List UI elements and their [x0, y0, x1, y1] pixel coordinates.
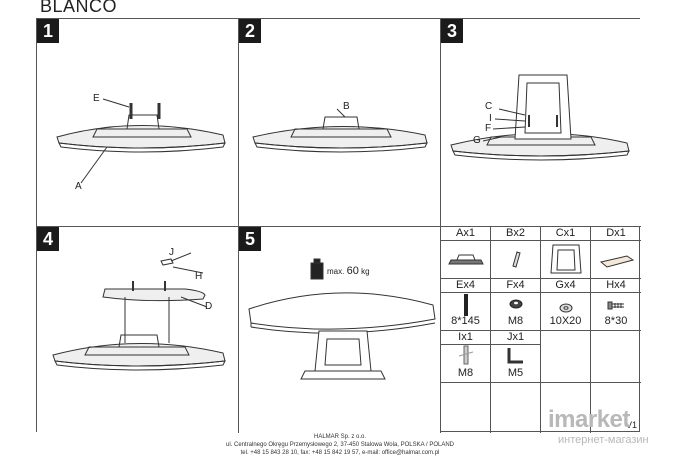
label-i: I: [489, 113, 492, 124]
imarket-watermark: imarket интернет-магазин: [548, 406, 670, 452]
step-3-panel: 3 C I F G: [441, 19, 641, 227]
part-a-cell: Ax1: [441, 227, 491, 279]
bracket-icon: [512, 251, 521, 268]
part-code: Cx1: [541, 227, 590, 241]
board-icon: [599, 255, 635, 268]
label-h: H: [195, 271, 203, 282]
part-e-cell: Ex4 8*145: [441, 279, 491, 331]
part-b-cell: Bx2: [491, 227, 541, 279]
part-size: 10X20: [549, 315, 582, 327]
part-d-cell: Dx1: [591, 227, 641, 279]
nut-icon: [509, 299, 523, 309]
step-4-panel: 4 J H D: [37, 227, 239, 433]
footer-contact: tel. +48 15 843 28 10, fax: +48 15 842 1…: [240, 450, 440, 456]
label-b: B: [343, 101, 350, 112]
part-f-cell: Fx4 M8: [491, 279, 541, 331]
step-number: 3: [441, 19, 463, 43]
allen-key-icon: [507, 348, 523, 364]
step-number: 2: [239, 19, 261, 43]
part-g-cell: Gx4 10X20: [541, 279, 591, 331]
part-code: Ax1: [441, 227, 490, 241]
step-1-illustration: [56, 98, 226, 184]
part-size: M8: [507, 315, 524, 327]
label-e: E: [93, 93, 100, 104]
frame-icon: [550, 244, 582, 274]
part-empty-cell: [591, 331, 641, 383]
part-empty-cell: [491, 383, 541, 433]
step-3-illustration: [450, 74, 630, 161]
watermark-main: imarket: [548, 406, 630, 433]
part-j-cell: Jx1 M5: [491, 331, 541, 383]
label-f: F: [485, 123, 492, 134]
label-j: J: [169, 247, 174, 258]
label-d: D: [205, 301, 213, 312]
step-4-illustration: [52, 252, 226, 371]
part-code: Gx4: [541, 279, 590, 293]
wrench-icon: [458, 345, 474, 365]
step-5-panel: 5 max. 60 kg: [239, 227, 441, 433]
part-code: Bx2: [491, 227, 540, 241]
long-bolt-icon: [464, 294, 468, 316]
screw-icon: [607, 301, 624, 310]
part-size: M8: [457, 367, 474, 379]
footer-address: ul. Centralnego Okręgu Przemysłowego 2, …: [225, 442, 454, 448]
part-code: Jx1: [491, 331, 540, 345]
label-g: G: [473, 135, 481, 146]
part-size: 8*145: [451, 315, 480, 327]
washer-icon: [559, 303, 573, 313]
part-code: Ex4: [441, 279, 490, 293]
label-a: A: [75, 181, 82, 192]
part-empty-cell: [441, 383, 491, 433]
parts-list: Ax1 Bx2 Cx1 Dx1 Ex4: [441, 227, 641, 433]
step-2-panel: 2 B: [239, 19, 441, 227]
weight-prefix: max.: [327, 267, 345, 276]
part-code: Fx4: [491, 279, 540, 293]
part-empty-cell: [541, 383, 591, 433]
extension-mechanism-icon: [448, 254, 484, 265]
watermark-sub: интернет-магазин: [558, 434, 649, 446]
part-code: Ix1: [441, 331, 490, 345]
step-number: 1: [37, 19, 59, 43]
step-2-illustration: [252, 108, 428, 153]
version-label: V1: [626, 420, 638, 430]
part-c-cell: Cx1: [541, 227, 591, 279]
part-size: M5: [507, 367, 524, 379]
document-title: BLANCO: [40, 0, 118, 16]
step-1-panel: 1 E A: [37, 19, 239, 227]
part-i-cell: Ix1 M8: [441, 331, 491, 383]
part-empty-cell: [541, 331, 591, 383]
step-5-illustration: [248, 258, 436, 380]
part-h-cell: Hx4 8*30: [591, 279, 641, 331]
label-c: C: [485, 101, 493, 112]
footer-company: HALMAR Sp. z o.o.: [313, 434, 367, 440]
part-size: 8*30: [604, 315, 628, 327]
weight-unit: kg: [361, 267, 370, 276]
part-code: Hx4: [591, 279, 641, 293]
step-number: 4: [37, 227, 59, 251]
weight-limit: max. 60 kg: [327, 265, 370, 277]
step-number: 5: [239, 227, 261, 251]
part-code: Dx1: [591, 227, 641, 241]
weight-icon: [310, 262, 324, 280]
instruction-sheet: 1 E A 2 B: [36, 18, 641, 433]
weight-value: 60: [346, 265, 359, 277]
